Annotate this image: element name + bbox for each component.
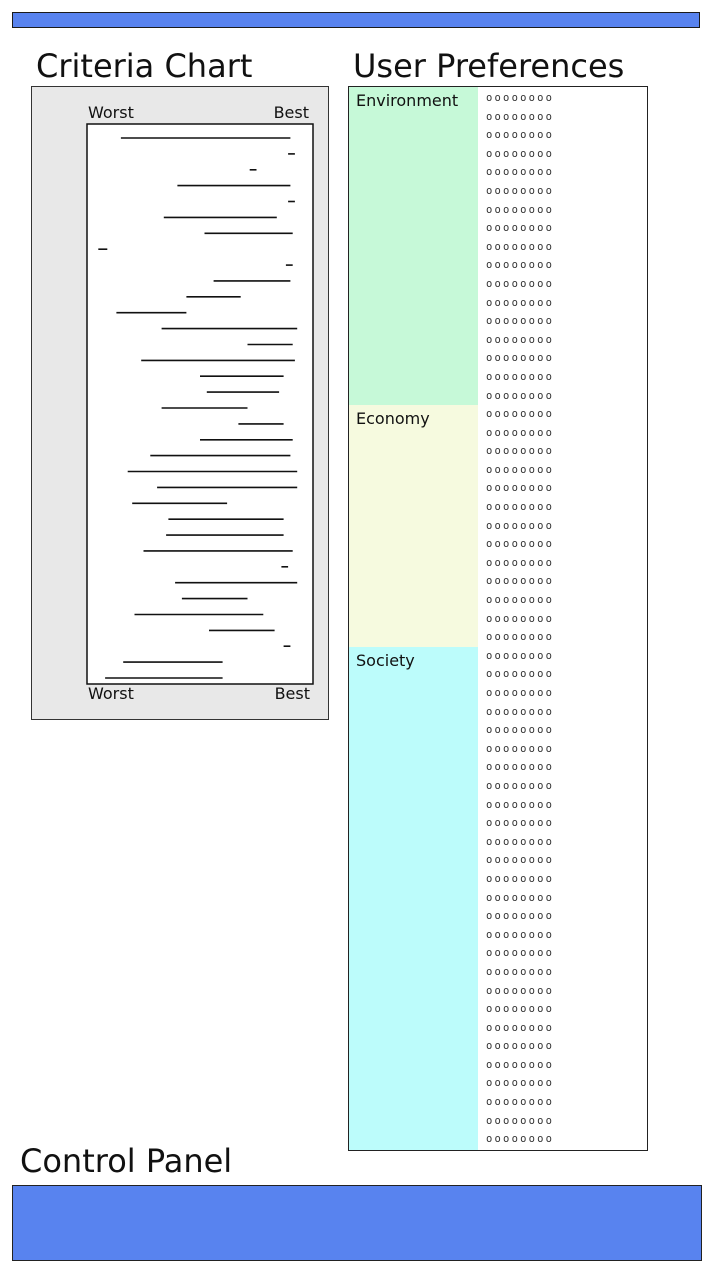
preference-rating-row[interactable]: oooooooo xyxy=(486,482,555,495)
plot-area xyxy=(86,123,314,685)
preference-rating-row[interactable]: oooooooo xyxy=(486,631,555,644)
preference-rating-row[interactable]: oooooooo xyxy=(486,854,555,867)
preference-rating-row[interactable]: oooooooo xyxy=(486,891,555,904)
preference-rating-row[interactable]: oooooooo xyxy=(486,798,555,811)
preference-rating-row[interactable]: oooooooo xyxy=(486,1133,555,1146)
preference-rating-row[interactable]: oooooooo xyxy=(486,370,555,383)
best-label-bottom: Best xyxy=(274,684,310,703)
preference-rating-row[interactable]: oooooooo xyxy=(486,724,555,737)
preference-rating-row[interactable]: oooooooo xyxy=(486,612,555,625)
preference-rating-row[interactable]: oooooooo xyxy=(486,872,555,885)
category-label-economy: Economy xyxy=(356,409,430,429)
preference-rating-row[interactable]: oooooooo xyxy=(486,296,555,309)
preference-rating-row[interactable]: oooooooo xyxy=(486,1096,555,1109)
preference-rating-row[interactable]: oooooooo xyxy=(486,445,555,458)
control-panel[interactable] xyxy=(12,1185,702,1261)
preference-rating-row[interactable]: oooooooo xyxy=(486,817,555,830)
preference-rating-row[interactable]: oooooooo xyxy=(486,129,555,142)
preference-rating-row[interactable]: oooooooo xyxy=(486,184,555,197)
category-label-society: Society xyxy=(356,651,415,670)
preference-rating-row[interactable]: oooooooo xyxy=(486,947,555,960)
category-label-environment: Environment xyxy=(356,91,459,110)
preference-rating-row[interactable]: oooooooo xyxy=(486,203,555,216)
preference-rating-row[interactable]: oooooooo xyxy=(486,463,555,476)
preference-rating-row[interactable]: oooooooo xyxy=(486,1077,555,1090)
preference-rating-row[interactable]: oooooooo xyxy=(486,779,555,792)
preference-rating-row[interactable]: oooooooo xyxy=(486,984,555,997)
preference-rating-row[interactable]: oooooooo xyxy=(486,594,555,607)
preference-rating-row[interactable]: oooooooo xyxy=(486,1058,555,1071)
preference-rating-row[interactable]: oooooooo xyxy=(486,259,555,272)
preference-rating-row[interactable]: oooooooo xyxy=(486,92,555,104)
preference-rating-row[interactable]: oooooooo xyxy=(486,910,555,923)
category-economy: Economy xyxy=(349,405,478,647)
preference-rating-row[interactable]: oooooooo xyxy=(486,408,555,421)
preference-rating-row[interactable]: oooooooo xyxy=(486,389,555,402)
preference-rating-row[interactable]: oooooooo xyxy=(486,277,555,290)
preference-rating-row[interactable]: oooooooo xyxy=(486,668,555,681)
preference-rating-row[interactable]: oooooooo xyxy=(486,687,555,699)
preference-rating-row[interactable]: oooooooo xyxy=(486,352,555,365)
preference-rating-row[interactable]: oooooooo xyxy=(486,538,555,551)
worst-label-top: Worst xyxy=(88,103,134,122)
category-environment: Environment xyxy=(349,87,478,406)
preference-rating-row[interactable]: oooooooo xyxy=(486,835,555,848)
top-bar xyxy=(12,12,700,28)
criteria-chart-panel: Worst Best Worst Best xyxy=(31,86,329,720)
preference-rating-row[interactable]: oooooooo xyxy=(486,742,555,755)
control-panel-title: Control Panel xyxy=(20,1142,233,1180)
preference-rating-row[interactable]: oooooooo xyxy=(486,965,555,978)
preference-rating-row[interactable]: oooooooo xyxy=(486,147,555,160)
preference-rating-row[interactable]: oooooooo xyxy=(486,166,555,179)
criteria-chart-title: Criteria Chart xyxy=(36,47,253,85)
worst-label-bottom: Worst xyxy=(88,684,134,703)
preference-rating-row[interactable]: oooooooo xyxy=(486,426,555,439)
preference-rating-row[interactable]: oooooooo xyxy=(486,1040,555,1053)
preference-rating-row[interactable]: oooooooo xyxy=(486,240,555,253)
preference-rating-row[interactable]: oooooooo xyxy=(486,110,555,123)
preference-rating-row[interactable]: oooooooo xyxy=(486,222,555,235)
preference-ratings-column: oooooooo oooooooo oooooooo oooooooo oooooooo… xyxy=(486,89,596,1149)
preference-rating-row[interactable]: oooooooo xyxy=(486,333,555,346)
preference-rating-row[interactable]: oooooooo xyxy=(486,705,555,718)
preference-rating-row[interactable]: oooooooo xyxy=(486,501,555,514)
preference-rating-row[interactable]: oooooooo xyxy=(486,649,555,662)
preference-rating-row[interactable]: oooooooo xyxy=(486,556,555,569)
preference-rating-row[interactable]: oooooooo xyxy=(486,519,555,532)
preference-rating-row[interactable]: oooooooo xyxy=(486,1021,555,1034)
preference-rating-row[interactable]: oooooooo xyxy=(486,928,555,941)
criteria-chart-plot xyxy=(86,123,314,685)
preference-rating-row[interactable]: oooooooo xyxy=(486,1003,555,1016)
preference-rating-row[interactable]: oooooooo xyxy=(486,575,555,588)
preference-rating-row[interactable]: oooooooo xyxy=(486,1114,555,1127)
user-preferences-title: User Preferences xyxy=(353,47,625,85)
category-society: Society xyxy=(349,647,478,1150)
best-label-top: Best xyxy=(273,103,309,122)
preference-rating-row[interactable]: oooooooo xyxy=(486,315,555,328)
preference-rating-row[interactable]: oooooooo xyxy=(486,761,555,774)
